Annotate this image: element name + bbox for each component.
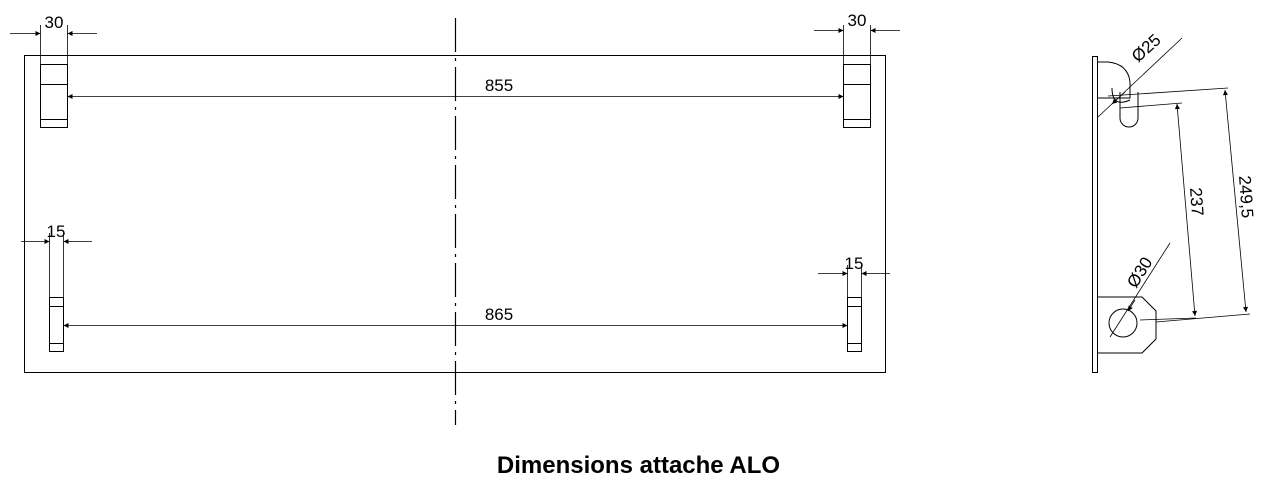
dim-bottom-left-width: 15	[21, 222, 92, 297]
dim-label-side-inner: 237	[1186, 187, 1207, 217]
dim-label-top-right: 30	[848, 11, 867, 30]
dim-top-left-width: 30	[10, 13, 97, 64]
dim-label-bottom-left: 15	[47, 222, 66, 241]
front-view: 30 30 855 15 15	[10, 11, 900, 425]
bracket-top-left	[40, 64, 68, 128]
dim-label-upper-diameter: Ø25	[1128, 30, 1165, 66]
dim-label-top-left: 30	[45, 13, 64, 32]
lower-bracket	[1097, 296, 1157, 354]
dim-side-outer-height: 249,5	[1222, 89, 1257, 313]
bracket-top-right	[843, 64, 871, 128]
dim-bottom-right-width: 15	[818, 254, 890, 297]
dim-label-top-span: 855	[485, 76, 513, 95]
dim-top-right-width: 30	[814, 11, 900, 64]
dim-label-bottom-right: 15	[845, 254, 864, 273]
side-plate	[1092, 56, 1098, 373]
dim-lower-diameter: Ø30	[1109, 242, 1171, 338]
dim-label-side-outer: 249,5	[1235, 175, 1257, 219]
bracket-bottom-left	[49, 297, 64, 352]
drawing-caption: Dimensions attache ALO	[496, 452, 781, 479]
bracket-bottom-right	[847, 297, 862, 352]
hole-circle	[1108, 308, 1138, 338]
dim-bottom-span: 865	[63, 305, 848, 328]
side-view: Ø25 Ø30 237 249,5	[1092, 30, 1257, 373]
dim-side-inner-height: 237	[1174, 103, 1207, 317]
dim-label-bottom-span: 865	[485, 305, 513, 324]
dim-top-span: 855	[67, 76, 844, 99]
